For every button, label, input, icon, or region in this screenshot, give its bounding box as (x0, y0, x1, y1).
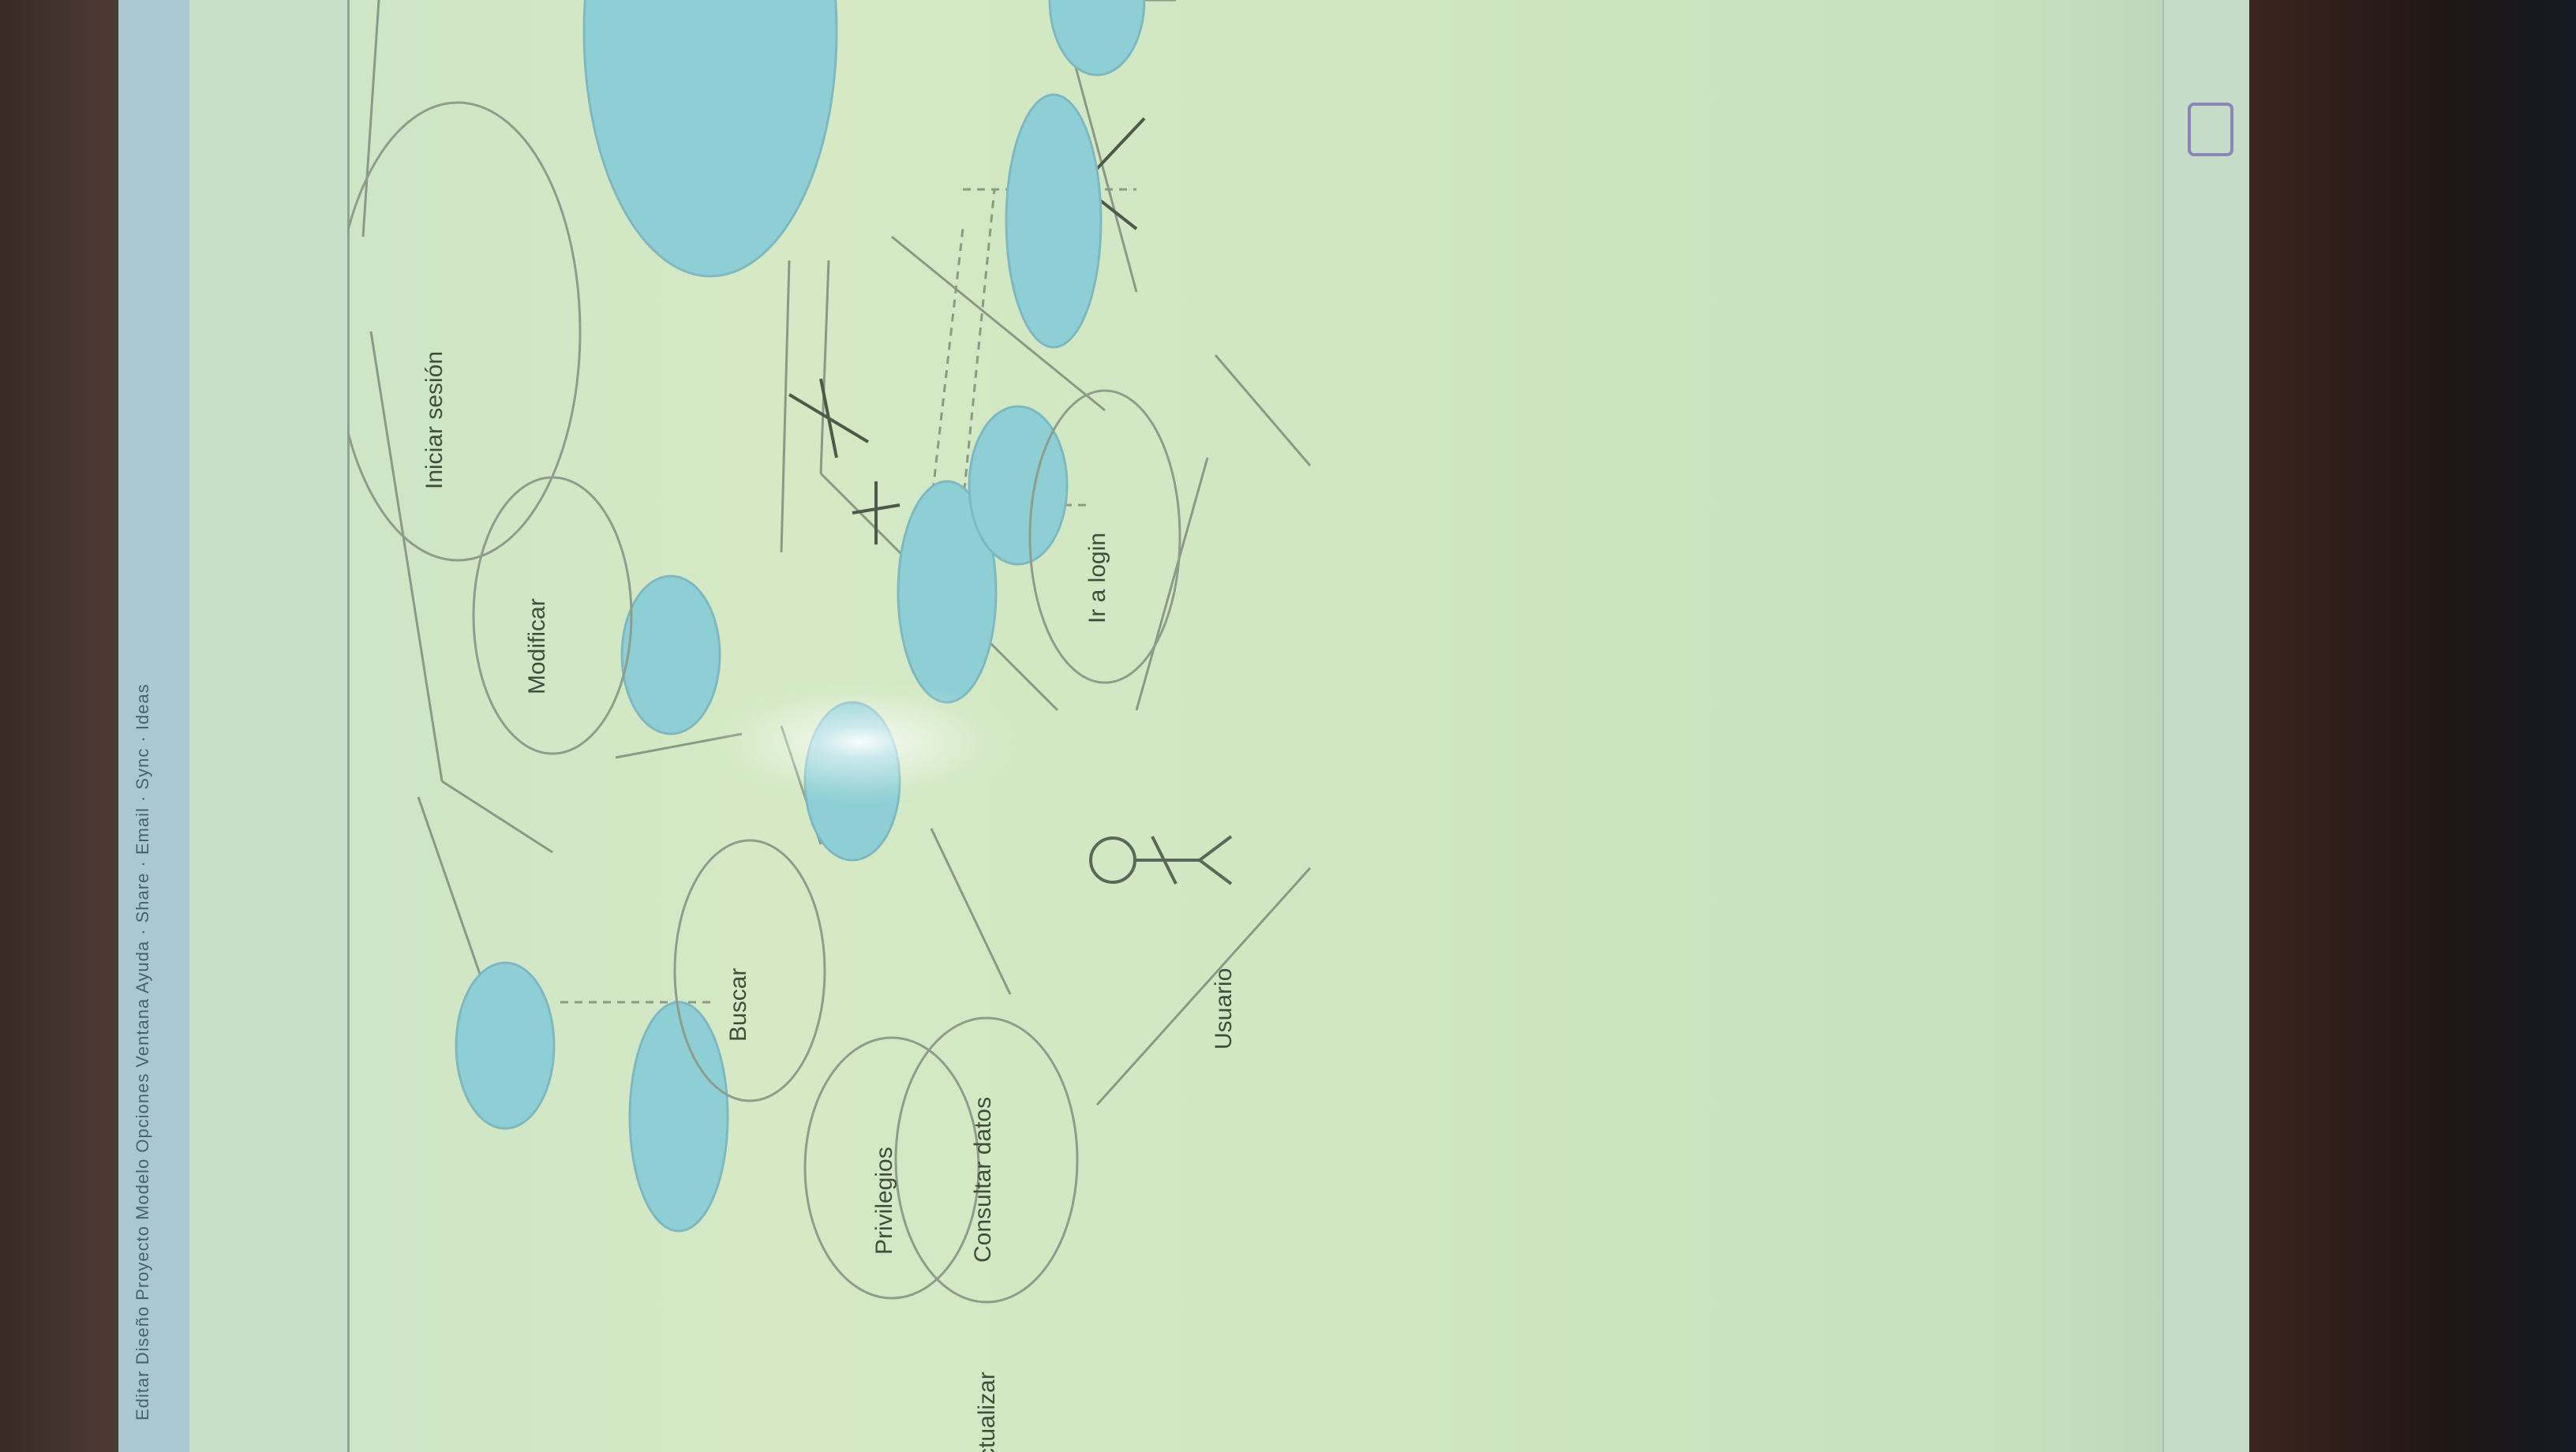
note-text-4: Privilegios (871, 1147, 897, 1255)
x-mark-2 (852, 481, 900, 544)
note-text-3: Buscar (725, 968, 751, 1042)
left-panel (189, 0, 350, 1452)
use-case-mid-left[interactable] (455, 961, 556, 1130)
right-scrollbar[interactable] (2162, 0, 2249, 1452)
actor-head (1089, 836, 1136, 884)
use-case-right-small[interactable] (968, 405, 1069, 566)
note-text-7: Actualizar (974, 1372, 1000, 1452)
note-bubble-1 (334, 101, 582, 562)
use-case-diagram: Iniciar sesión Modificar Buscar Privileg… (243, 0, 1312, 1452)
screen-glare (702, 679, 1018, 805)
actor-label: Usuario (1211, 968, 1237, 1050)
note-bubble-3 (673, 839, 826, 1102)
actor-leg-right (1198, 859, 1233, 885)
note-text-2: Modificar (524, 598, 550, 694)
handwritten-text: Iniciar sesión Modificar Buscar Privileg… (421, 351, 1237, 1452)
use-case-right-top[interactable] (1005, 93, 1103, 349)
use-case-big-top[interactable] (582, 0, 838, 278)
toolbar-menu-text[interactable]: Editar Diseño Proyecto Modelo Opciones V… (133, 683, 152, 1420)
use-case-bottom-left[interactable] (628, 1001, 729, 1233)
connector-lines (361, 0, 1312, 1106)
use-cases (243, 0, 1146, 1233)
note-bubble-6 (1028, 389, 1181, 684)
use-case-corner[interactable] (1048, 0, 1146, 77)
x-mark-1 (788, 378, 870, 458)
note-text-6: Ir a login (1084, 533, 1110, 623)
monitor-screen: Editar Diseño Proyecto Modelo Opciones V… (118, 0, 2249, 1452)
note-text-1: Iniciar sesión (421, 351, 447, 489)
use-case-center[interactable] (620, 574, 721, 735)
app-toolbar[interactable]: Editar Diseño Proyecto Modelo Opciones V… (118, 0, 191, 1452)
monitor-bezel-left (0, 0, 118, 1452)
actor-leg-left (1198, 835, 1233, 862)
note-text-5: Consultar datos (970, 1097, 996, 1263)
actor-arms (1151, 836, 1178, 885)
scroll-thumb[interactable] (2188, 103, 2233, 156)
note-bubble-5 (894, 1016, 1079, 1304)
note-bubble-2 (472, 476, 633, 755)
diagram-canvas[interactable]: Iniciar sesión Modificar Buscar Privileg… (243, 0, 2162, 1452)
monitor-bezel-right (2249, 0, 2576, 1452)
actor-figure (1089, 835, 1233, 885)
note-bubble-4 (803, 1036, 980, 1300)
